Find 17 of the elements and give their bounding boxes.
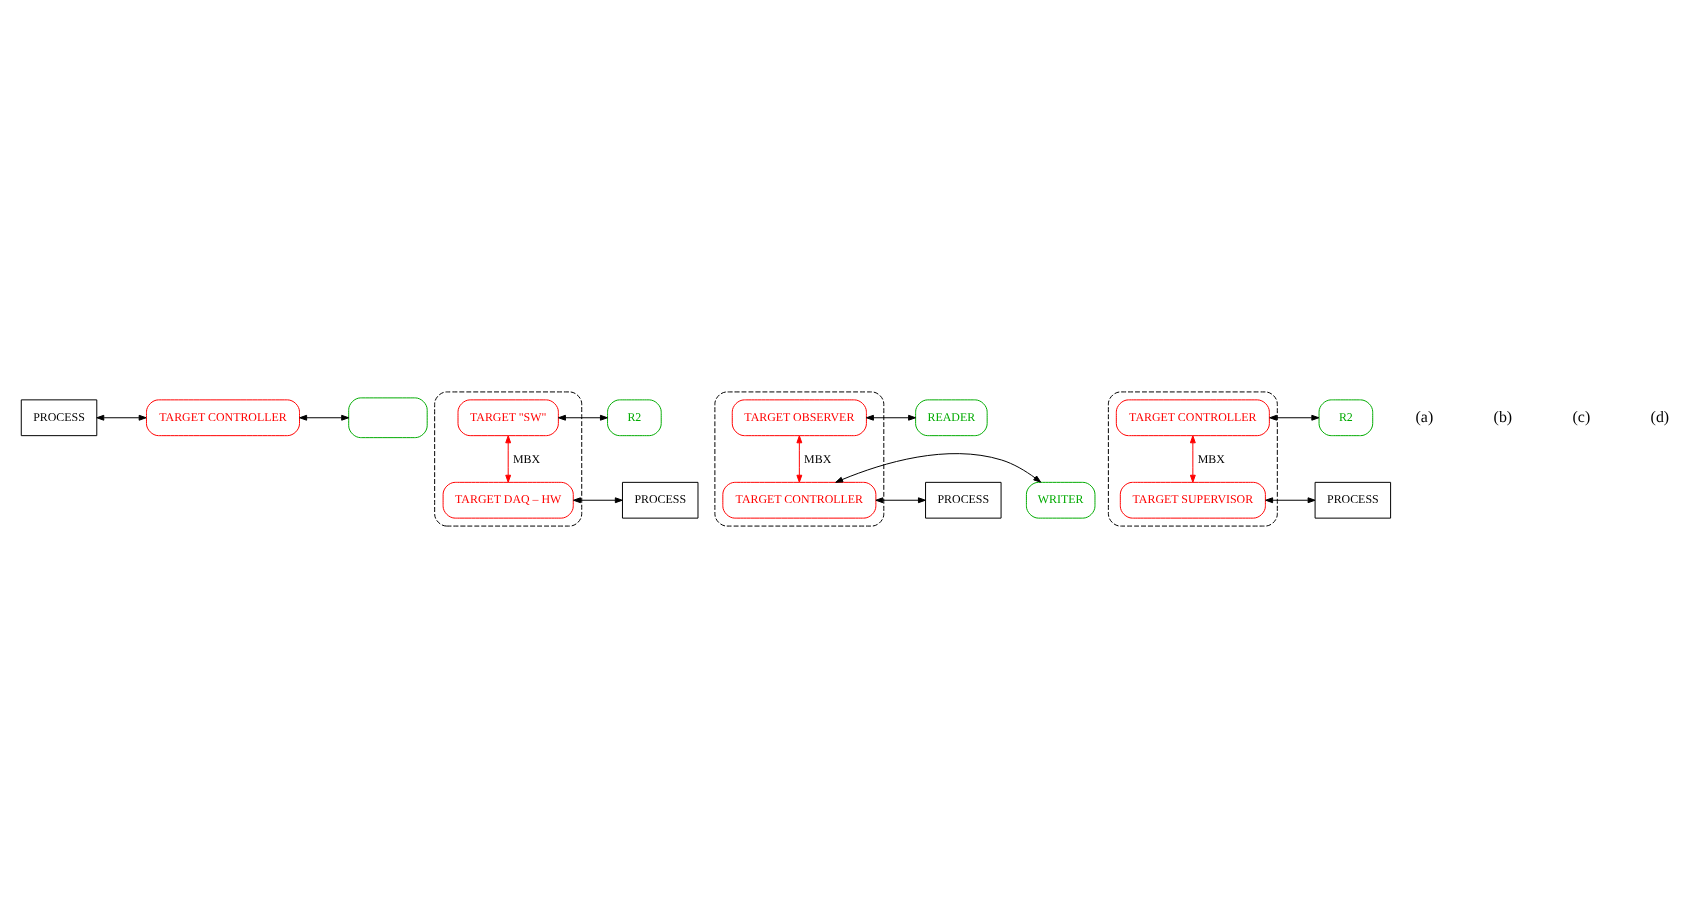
arrow: [96, 414, 147, 421]
arrow: [505, 435, 512, 483]
arrow: [865, 414, 917, 421]
label: (c): [1572, 407, 1591, 426]
arrow: [835, 453, 1042, 483]
arrow: [557, 414, 608, 421]
arrow: [299, 414, 350, 421]
node-box: [348, 397, 428, 439]
arrow: [573, 497, 623, 504]
label: (d): [1650, 407, 1670, 426]
arrow: [1269, 414, 1320, 421]
arrow: [875, 497, 926, 504]
label: (a): [1415, 407, 1434, 426]
arrow: [796, 435, 803, 483]
label: (b): [1493, 407, 1513, 426]
arrow: [1189, 435, 1196, 483]
arrow: [1265, 497, 1316, 504]
